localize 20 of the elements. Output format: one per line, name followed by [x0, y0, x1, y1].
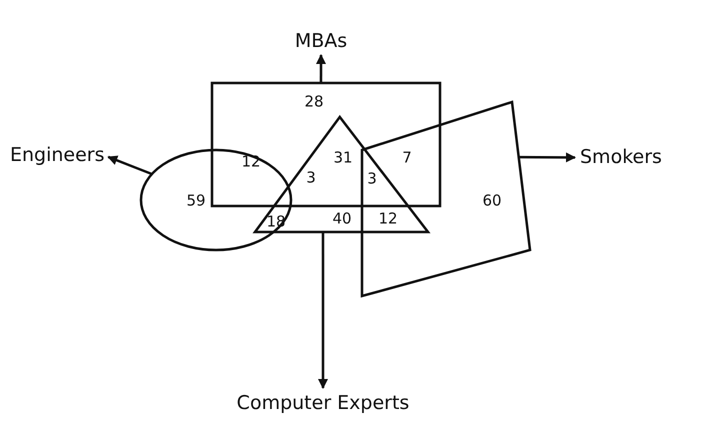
region-count: 31: [333, 150, 353, 166]
region-count: 40: [332, 212, 352, 226]
set-ellipse: [141, 150, 291, 250]
region-count: 59: [186, 194, 206, 208]
arrow: [316, 54, 326, 83]
set-quadrilateral: [362, 102, 530, 296]
set-label: Computer Experts: [236, 394, 410, 413]
set-label: Engineers: [10, 146, 105, 165]
arrow: [107, 156, 152, 176]
arrow: [518, 152, 576, 162]
arrow: [318, 232, 328, 389]
region-count: 12: [378, 212, 398, 226]
region-count: 3: [367, 172, 377, 186]
region-count: 3: [306, 170, 316, 186]
set-label: Smokers: [580, 148, 662, 167]
region-count: 7: [402, 150, 412, 166]
set-box: [212, 83, 440, 206]
set-label: MBAs: [294, 32, 348, 51]
region-count: 28: [304, 94, 324, 110]
region-count: 60: [482, 194, 502, 208]
